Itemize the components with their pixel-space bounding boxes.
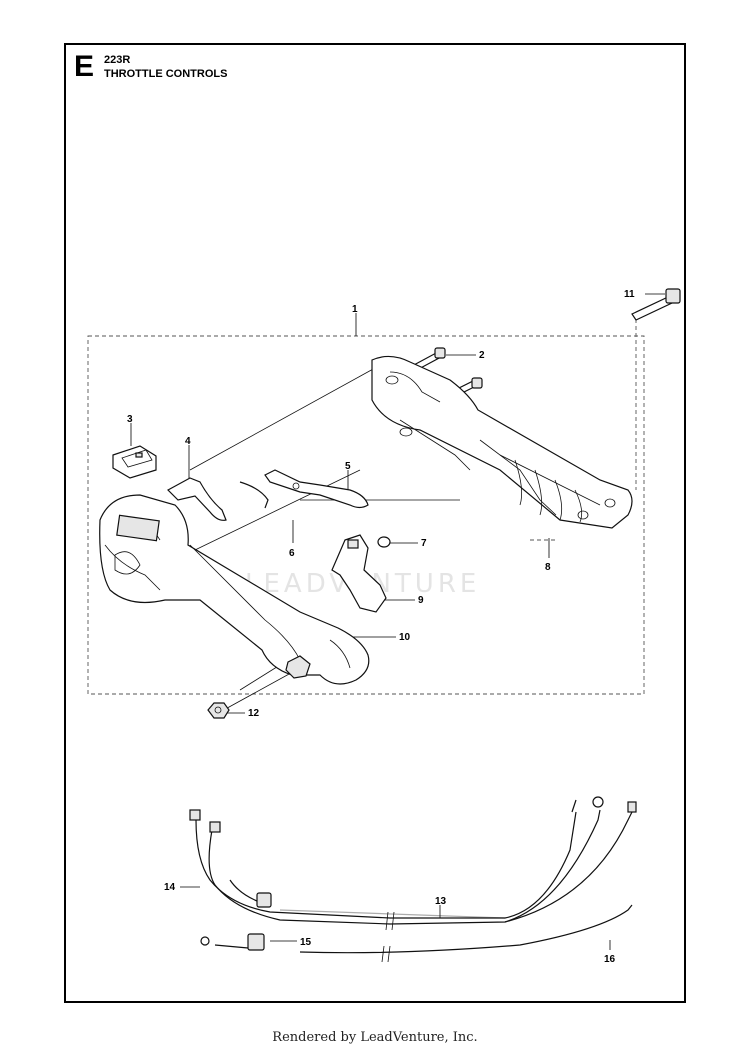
footer-credit: Rendered by LeadVenture, Inc. <box>272 1030 478 1045</box>
callout-6: 6 <box>289 548 295 559</box>
callouts: 1 2 3 4 5 6 7 8 9 10 11 12 13 14 15 16 <box>127 289 635 965</box>
callout-16: 16 <box>604 954 616 965</box>
callout-13: 13 <box>435 896 447 907</box>
explosion-lines <box>189 312 637 713</box>
callout-2: 2 <box>479 350 485 361</box>
callout-12: 12 <box>248 708 260 719</box>
model-number: 223R <box>104 54 131 66</box>
assembly-boundary <box>87 335 645 695</box>
lever-4 <box>167 477 227 521</box>
cable-6 <box>239 481 269 509</box>
screw-11 <box>631 288 681 321</box>
diagram-frame <box>64 43 686 1003</box>
callout-1: 1 <box>352 304 358 315</box>
callout-7: 7 <box>421 538 427 549</box>
handle-half-8 <box>371 355 633 529</box>
wiring-harness <box>189 796 637 963</box>
nut-12 <box>207 702 230 719</box>
section-letter: E <box>74 50 95 83</box>
callout-5: 5 <box>345 461 351 472</box>
spring-7 <box>377 536 391 548</box>
callout-10: 10 <box>399 632 411 643</box>
callout-14: 14 <box>164 882 176 893</box>
trigger-9 <box>331 534 387 613</box>
link-5 <box>264 469 369 509</box>
callout-9: 9 <box>418 595 424 606</box>
diagram-title: THROTTLE CONTROLS <box>104 68 228 80</box>
callout-4: 4 <box>185 436 191 447</box>
callout-3: 3 <box>127 414 133 425</box>
callout-11: 11 <box>624 289 635 300</box>
switch-3 <box>112 445 157 479</box>
handle-half-10 <box>99 494 370 685</box>
callout-15: 15 <box>300 937 312 948</box>
callout-8: 8 <box>545 562 551 573</box>
